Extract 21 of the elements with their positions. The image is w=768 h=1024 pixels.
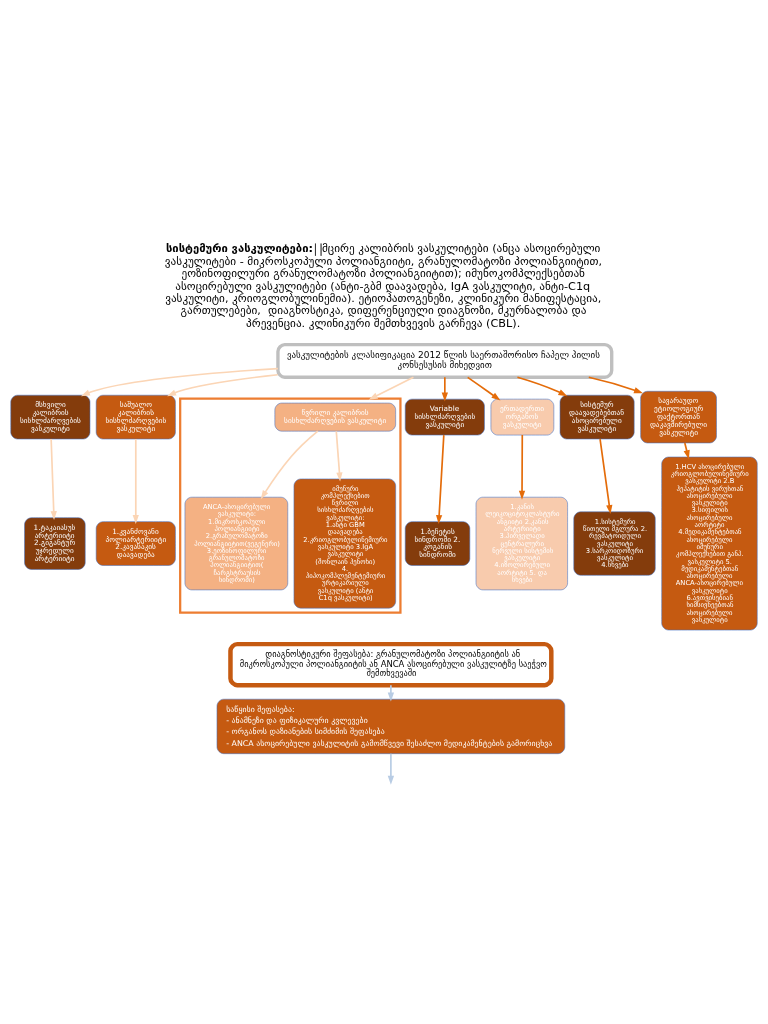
node-box: ვასკულიტების კლასიფიკაცია 2012 წლის საერთაშორისო ჩაპელ ჰილის კონსესუსის მიხედვით: [276, 342, 614, 379]
arrow: [466, 376, 501, 401]
arrow: [167, 373, 279, 397]
arrow: [368, 376, 415, 400]
arrow: [441, 376, 448, 402]
arrow: [335, 430, 343, 482]
arrow: [80, 367, 279, 397]
arrow: [599, 438, 613, 515]
arrow: [587, 376, 644, 394]
arrow: [132, 438, 139, 525]
arrow: [50, 438, 57, 521]
node-box: დიაგნოსტიკური შეფასება: გრანულომატოზი პოლიანგიიტის ან მიკროსკოპული პოლიანგიიტის ან ANCA ასოცირებული ვასკულიტზე საეჭვო შემთხვევაში: [228, 641, 554, 688]
arrow: [260, 430, 319, 500]
arrow: [387, 684, 395, 702]
arrow: [518, 434, 526, 500]
arrow: [683, 442, 690, 460]
arrow: [387, 752, 395, 785]
diagram-title: სისტემური ვასკულიტები: მცირე კალიბრის ვასკულიტები (ანცა ასოცირებული ვასკულიტები - მიკროსკოპული პოლიანგიიტი, გრანულომატოზი პოლიანგიიტით, ეოზინოფილური გრანულომატოზი პოლიანგიიტით); იმუნოკომპლექსებთან ასოცირებული ვასკულიტები (ანტი-გბმ დაავადება, IgA ვასკულიტი, ანტი-C1q ვასკულიტი, კრიოგლობულინემია). ეტიოპათოგენეზი, კლინიკური მანიფესტაცია, გართულებები, დიაგნოსტიკა, დიფერენციული დიაგნოზი, მკურნალობა და პრევენცია. კლინიკური შემთხვევის გარჩევა (CBL).: [164, 241, 602, 330]
cluster: [179, 397, 402, 614]
arrow: [516, 376, 568, 397]
arrow: [436, 434, 445, 525]
